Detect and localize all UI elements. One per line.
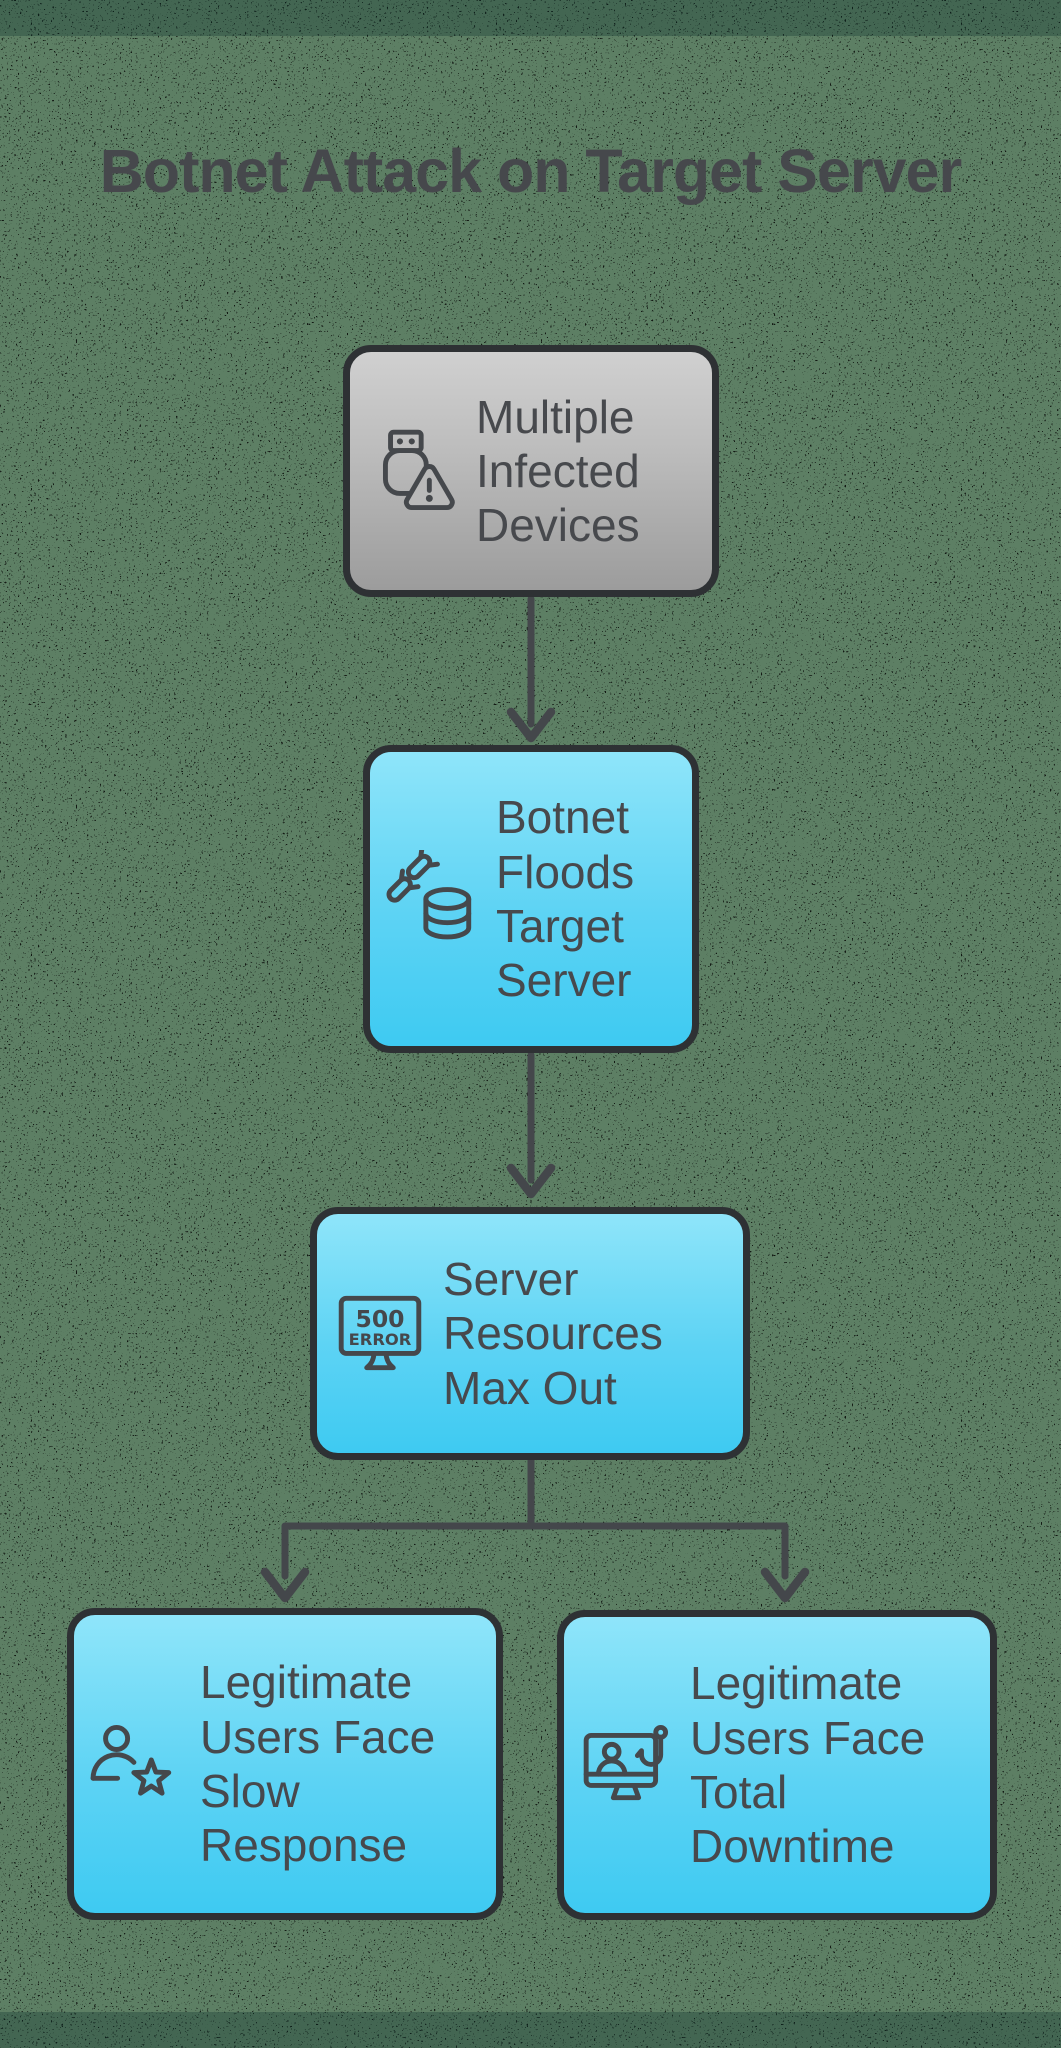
node-label-botnet-floods-target-server: Botnet Floods Target Server [496,791,635,1007]
node-legitimate-users-total-downtime: Legitimate Users Face Total Downtime [557,1610,997,1920]
node-label-server-resources-max-out: Server Resources Max Out [443,1253,663,1414]
monitor-error-line2: ERROR [349,1330,412,1349]
node-label-legitimate-users-slow-response: Legitimate Users Face Slow Response [200,1656,436,1872]
node-legitimate-users-slow-response: Legitimate Users Face Slow Response [67,1608,503,1920]
monitor-500-error-icon: 500 ERROR [317,1285,443,1383]
node-server-resources-max-out: 500 ERROR Server Resources Max Out [310,1207,750,1460]
usb-warning-icon [350,422,476,520]
monitor-error-line1: 500 [356,1304,405,1332]
arrow-head-1 [506,707,556,743]
node-label-multiple-infected-devices: Multiple Infected Devices [476,390,640,552]
bottom-dark-band [0,2012,1061,2048]
user-star-icon [74,1715,200,1813]
split-branch-line [281,1522,789,1580]
page-title: Botnet Attack on Target Server [99,137,962,205]
monitor-phishing-icon [564,1716,690,1814]
node-botnet-floods-target-server: Botnet Floods Target Server [363,745,699,1053]
bombs-database-icon [370,850,496,948]
arrow-head-4 [760,1567,810,1603]
arrow-head-3 [260,1567,310,1603]
arrow-head-2 [506,1163,556,1199]
top-dark-band [0,0,1061,36]
node-label-legitimate-users-total-downtime: Legitimate Users Face Total Downtime [690,1657,926,1873]
node-multiple-infected-devices: Multiple Infected Devices [343,345,719,597]
